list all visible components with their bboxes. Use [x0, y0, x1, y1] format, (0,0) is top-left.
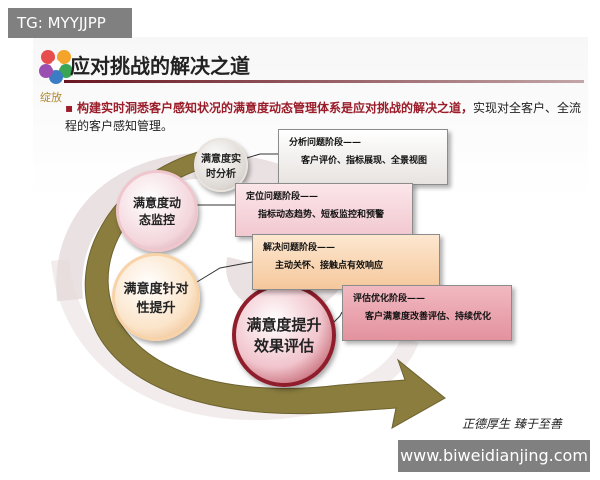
watermark-top: TG: MYYJJPP: [8, 8, 132, 38]
intro-rest: 实现对全客户、全流程的客户感知管理。: [65, 101, 581, 133]
stage-detail: 客户评价、指标展现、全景视图: [301, 156, 428, 166]
intro-highlight: 构建实时洞悉客户感知状况的满意度动态管理体系是应对挑战的解决之道，: [76, 101, 473, 115]
stage-circle-targeted-improvement: 满意度针对性提升: [112, 253, 200, 341]
stage-title: 定位问题阶段——: [246, 192, 319, 202]
circle-label-line: 满意度针对: [123, 282, 189, 297]
circle-label-line: 效果评估: [253, 337, 314, 355]
stage-detail: 客户满意度改善评估、持续优化: [365, 312, 492, 322]
page-title: 应对挑战的解决之道: [70, 54, 250, 78]
circle-label-line: 满意度动: [132, 196, 181, 210]
stage-box-evaluate: 评估优化阶段—— 客户满意度改善评估、持续优化: [342, 285, 512, 341]
circle-label-line: 时分析: [206, 169, 236, 180]
stage-box-locate: 定位问题阶段—— 指标动态趋势、短板监控和预警: [235, 183, 413, 237]
circle-label-line: 满意度实: [201, 154, 241, 165]
circle-label-line: 态监控: [138, 213, 175, 227]
logo: 绽放: [40, 45, 78, 105]
stage-title: 分析问题阶段——: [289, 138, 362, 148]
watermark-bottom: www.biweidianjing.com: [398, 440, 590, 472]
circle-label-line: 性提升: [136, 301, 176, 316]
stage-title: 解决问题阶段——: [263, 243, 336, 253]
slogan: 正德厚生 臻于至善: [462, 417, 562, 431]
logo-flower-icon: [39, 50, 73, 84]
bullet-icon: ▪: [65, 101, 74, 115]
stage-detail: 指标动态趋势、短板监控和预警: [258, 210, 385, 220]
circle-label-line: 满意度提升: [246, 316, 322, 334]
logo-text: 绽放: [40, 91, 62, 104]
stage-title: 评估优化阶段——: [353, 294, 426, 304]
stage-box-analysis: 分析问题阶段—— 客户评价、指标展现、全景视图: [278, 129, 448, 185]
stage-circle-effect-evaluation: 满意度提升效果评估: [232, 283, 336, 387]
connector-3: [191, 261, 253, 286]
stage-box-solve: 解决问题阶段—— 主动关怀、接触点有效响应: [252, 234, 440, 290]
title-divider: [64, 80, 584, 83]
stage-detail: 主动关怀、接触点有效响应: [275, 261, 384, 271]
stage-circle-dynamic-monitoring: 满意度动态监控: [116, 170, 198, 252]
intro-paragraph: ▪ 构建实时洞悉客户感知状况的满意度动态管理体系是应对挑战的解决之道，实现对全客…: [65, 99, 585, 135]
progress-arrow: [84, 149, 446, 429]
